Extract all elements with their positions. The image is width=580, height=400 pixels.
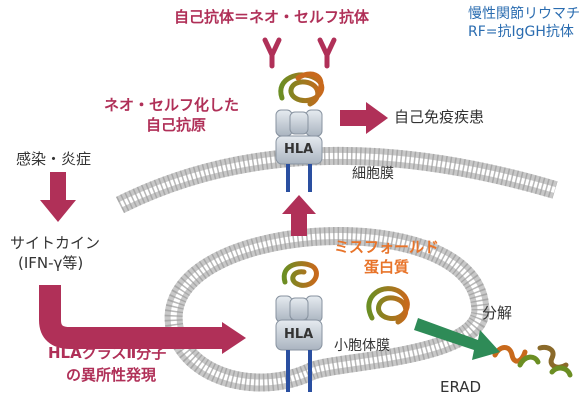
legend-line-2: RF=抗IgGH抗体 xyxy=(468,24,574,40)
erad-label: ERAD xyxy=(440,378,482,396)
neo-self-antigen-label-1: ネオ・セルフ化した xyxy=(104,96,240,114)
hla-class2-label-2: の異所性発現 xyxy=(66,366,157,384)
neo-self-antigen-label-2: 自己抗原 xyxy=(146,116,207,134)
misfolded-label-1: ミスフォールド xyxy=(334,238,440,256)
legend-line-1: 慢性関節リウマチ xyxy=(468,6,580,22)
arrow-antigen-to-disease xyxy=(340,102,388,134)
er-membrane xyxy=(164,227,490,392)
arrow-er-to-membrane xyxy=(282,195,316,236)
hla-bottom-label: HLA xyxy=(284,327,314,342)
cytokine-label-2: (IFN-γ等) xyxy=(18,254,84,272)
misfolded-protein-coil-icon xyxy=(366,286,410,325)
hla-molecule-bottom xyxy=(275,295,323,392)
er-membrane-label: 小胞体膜 xyxy=(334,338,390,354)
arrow-cytokine-to-er xyxy=(39,285,246,354)
hla-molecule-top xyxy=(275,109,323,192)
antibody-icon-right xyxy=(317,37,337,69)
infection-label: 感染・炎症 xyxy=(16,150,92,168)
cytokine-label-1: サイトカイン xyxy=(10,234,101,252)
degraded-fragments-icon xyxy=(492,345,573,378)
neo-self-antigen-coil-icon xyxy=(278,71,325,107)
autoimmune-disease-label: 自己免疫疾患 xyxy=(394,108,485,126)
arrow-infection-to-cytokine xyxy=(40,172,76,222)
degradation-label: 分解 xyxy=(482,304,513,322)
autoantibody-label: 自己抗体＝ネオ・セルフ抗体 xyxy=(174,8,370,26)
hla-bound-coil-icon xyxy=(281,261,319,288)
cell-membrane-label: 細胞膜 xyxy=(352,166,394,182)
misfolded-label-2: 蛋白質 xyxy=(364,258,410,276)
cell-membrane xyxy=(115,146,558,214)
hla-top-label: HLA xyxy=(284,142,314,157)
hla-class2-label-1: HLAクラスⅡ分子 xyxy=(48,344,167,362)
arrow-misfold-to-erad xyxy=(414,318,500,360)
antibody-icon-left xyxy=(262,37,282,69)
